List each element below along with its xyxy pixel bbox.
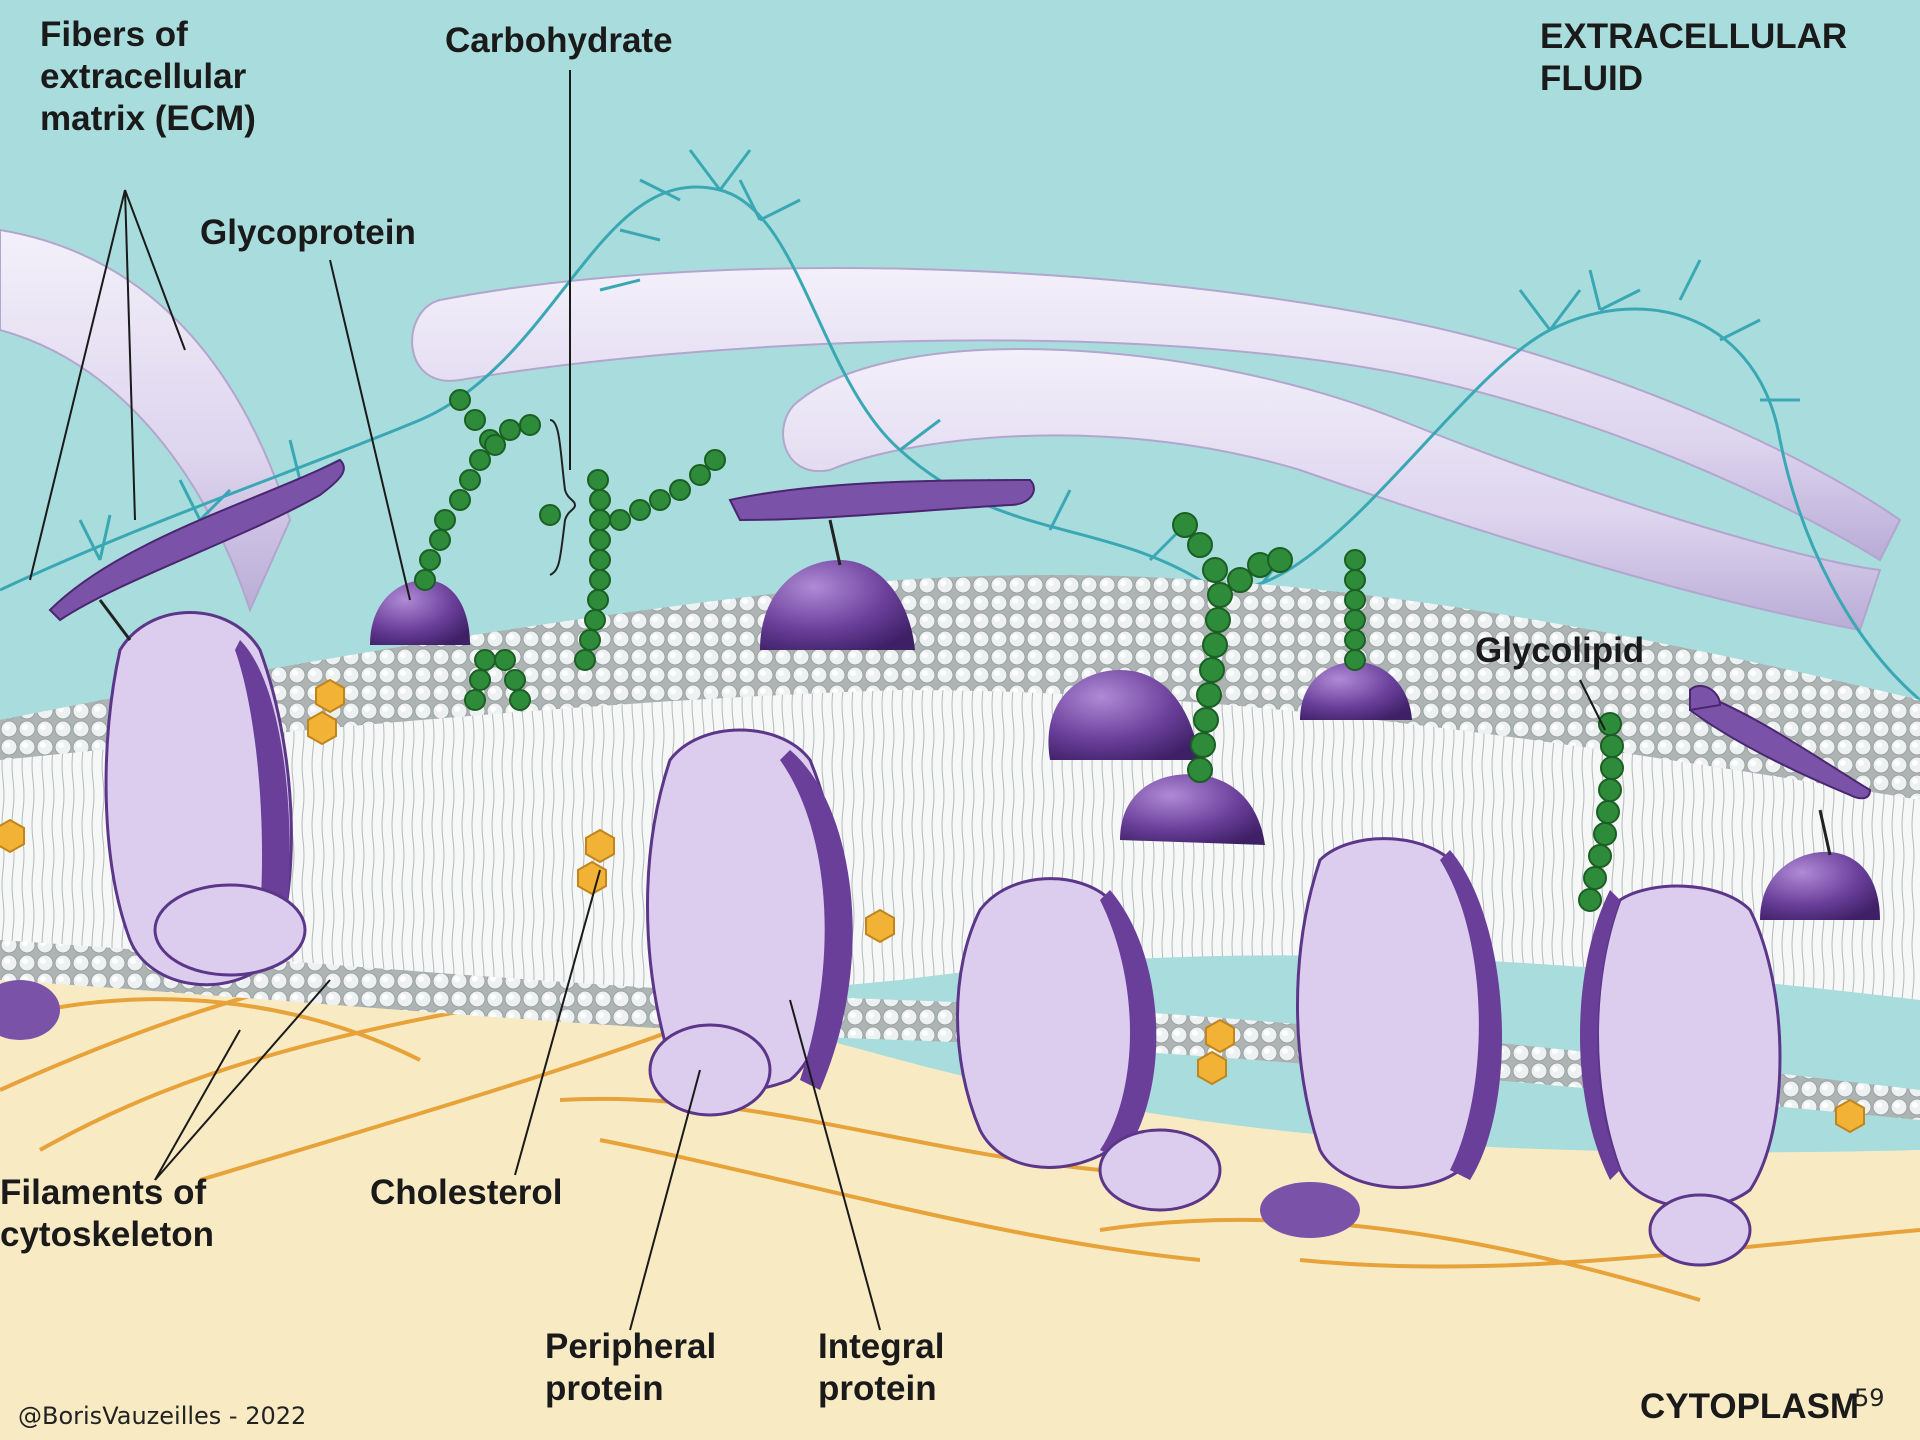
label-carbohydrate: Carbohydrate [445, 20, 745, 62]
label-peripheral-protein: Peripheral protein [545, 1326, 785, 1410]
label-cytoskeleton-filaments: Filaments of cytoskeleton [0, 1172, 300, 1256]
label-extracellular-fluid: EXTRACELLULAR FLUID [1540, 16, 1900, 100]
credit-text: @BorisVauzeilles - 2022 [18, 1402, 306, 1430]
label-glycoprotein: Glycoprotein [200, 212, 500, 254]
label-glycolipid: Glycolipid [1475, 630, 1735, 672]
page-number: 59 [1854, 1384, 1885, 1412]
label-integral-protein: Integral protein [818, 1326, 1018, 1410]
label-cholesterol: Cholesterol [370, 1172, 630, 1214]
label-ecm-fibers: Fibers of extracellular matrix (ECM) [40, 14, 340, 140]
